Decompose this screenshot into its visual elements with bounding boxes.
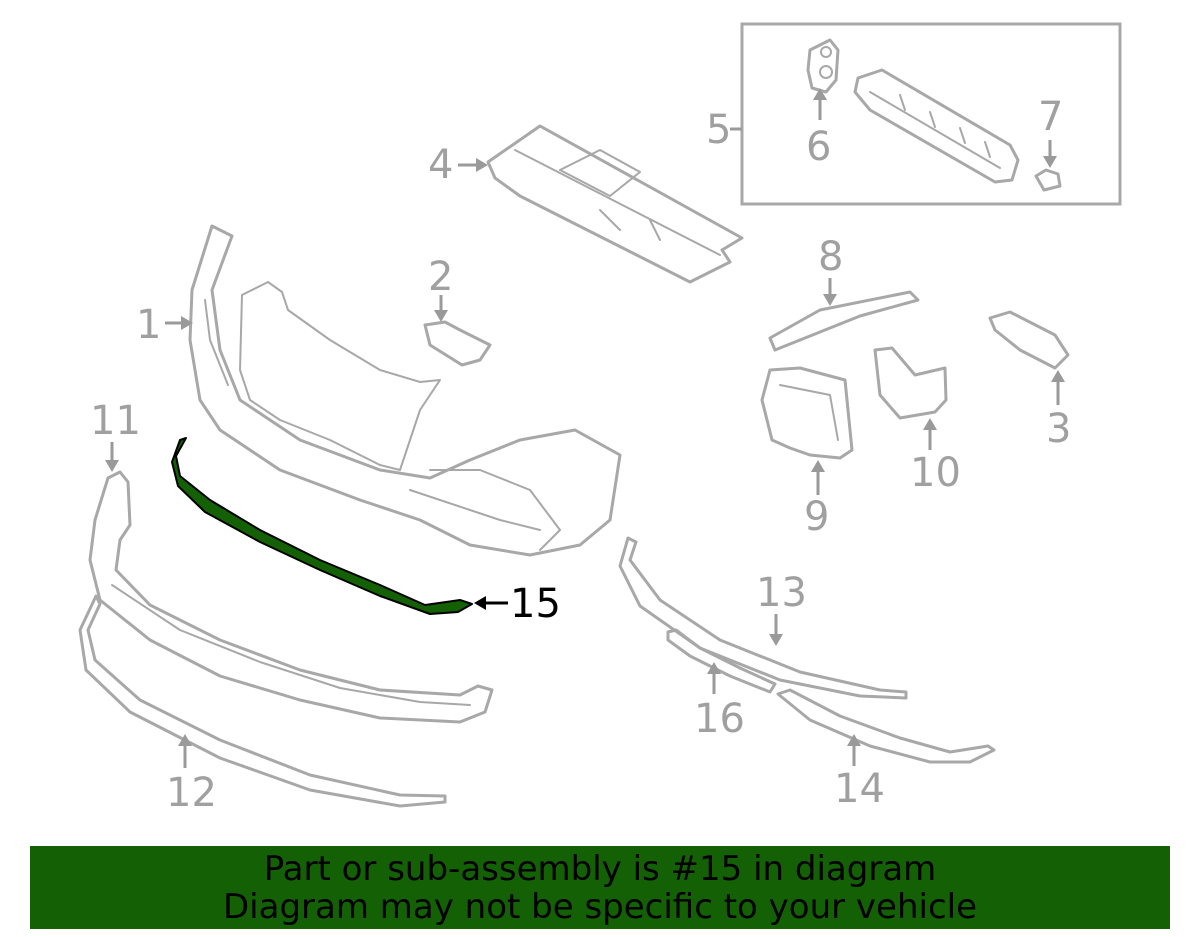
callout-5: 5 [706,107,731,153]
callout-4: 4 [428,142,453,188]
part-3-bracket[interactable] [988,310,1070,370]
part-4-cover[interactable] [486,124,744,284]
callout-11: 11 [90,398,141,444]
part-14-strip[interactable] [776,688,996,764]
callout-14: 14 [834,766,885,812]
part-16-strip[interactable] [666,628,777,694]
parts-diagram: 1 2 3 4 5 6 7 8 9 10 11 12 13 14 15 16 [78,22,1122,816]
part-11-lower-cover[interactable] [88,470,494,724]
callout-12: 12 [166,770,217,816]
part-12-lower-strip[interactable] [78,594,447,808]
info-banner: Part or sub-assembly is #15 in diagram D… [30,846,1170,929]
callout-3: 3 [1046,406,1071,452]
callout-9: 9 [804,494,829,540]
callout-7: 7 [1038,94,1063,140]
leader-lines [105,88,1065,768]
callout-13: 13 [756,570,807,616]
part-15-lower-molding[interactable] [171,437,473,615]
part-1-bumper-cover[interactable] [188,224,622,557]
subassembly-box [740,22,1122,206]
callout-1: 1 [136,302,161,348]
part-10-bracket[interactable] [873,346,948,420]
part-7-clip[interactable] [1034,168,1062,192]
callout-15: 15 [510,581,561,627]
part-8-trim[interactable] [768,290,920,352]
part-2-bracket[interactable] [423,320,492,367]
banner-line-disclaimer: Diagram may not be specific to your vehi… [222,887,978,927]
callout-16: 16 [694,696,745,742]
callout-6: 6 [806,124,831,170]
callout-8: 8 [818,234,843,280]
part-6-clip[interactable] [806,38,840,94]
banner-line-part: Part or sub-assembly is #15 in diagram [263,849,937,889]
part-5-carrier[interactable] [853,68,1020,184]
callout-10: 10 [910,450,961,496]
part-9-bracket[interactable] [760,366,854,460]
callout-2: 2 [428,254,453,300]
part-13-strip[interactable] [618,536,908,700]
